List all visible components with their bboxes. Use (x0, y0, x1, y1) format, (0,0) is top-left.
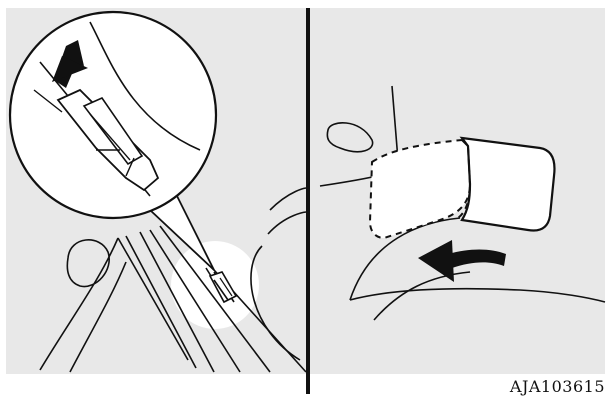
figure-code: AJA103615 (510, 377, 605, 396)
left-panel (6, 8, 306, 374)
right-panel (310, 8, 605, 374)
panel-divider (306, 8, 310, 394)
fuel-door-open (462, 138, 554, 230)
